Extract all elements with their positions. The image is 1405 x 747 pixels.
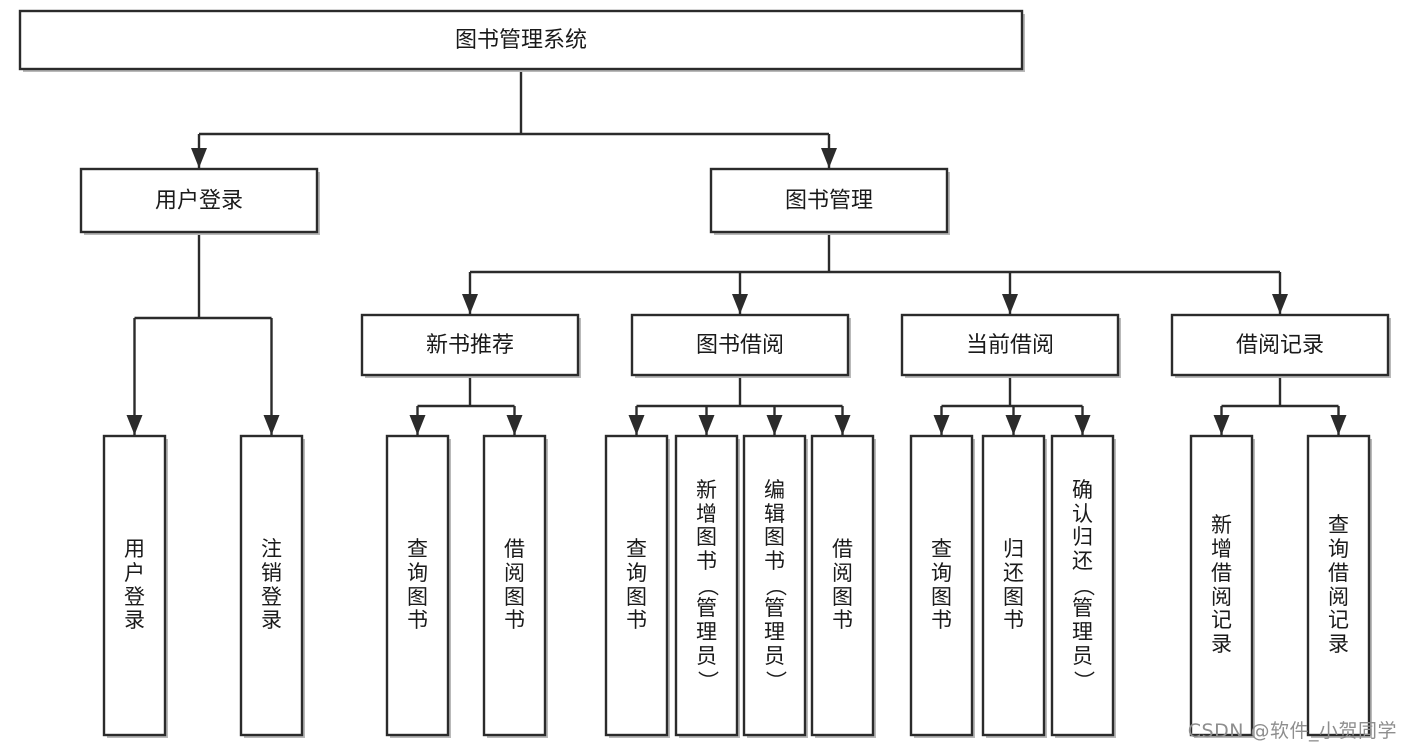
node-leaf-user-logout[interactable] (239, 434, 304, 737)
node-leaf-query-borrow-record[interactable] (1306, 434, 1371, 737)
node-leaf-return-book[interactable] (981, 434, 1046, 737)
user-login-arrow-1 (263, 415, 280, 435)
root-arrow-0 (191, 148, 207, 168)
node-label-user-login: 用户登录 (155, 189, 243, 214)
book-manage-arrow-3 (1272, 294, 1288, 314)
new-book-rec-arrow-1 (506, 415, 523, 435)
node-leaf-query-book-2[interactable] (604, 434, 669, 737)
node-leaf-query-book-3[interactable] (909, 434, 974, 737)
new-book-rec-arrow-0 (409, 415, 426, 435)
node-leaf-confirm-return-admin[interactable] (1050, 434, 1115, 737)
node-label-borrow-record: 借阅记录 (1236, 333, 1324, 358)
connector-layer (126, 69, 1347, 435)
book-manage-arrow-0 (462, 294, 478, 314)
node-new-book-rec[interactable] (360, 313, 580, 377)
node-user-login[interactable] (79, 167, 319, 234)
user-login-arrow-0 (126, 415, 143, 435)
book-borrow-arrow-3 (834, 415, 851, 435)
node-leaf-borrow-book-2[interactable] (810, 434, 875, 737)
node-book-borrow[interactable] (630, 313, 850, 377)
book-borrow-arrow-2 (766, 415, 783, 435)
node-leaf-add-borrow-record[interactable] (1189, 434, 1254, 737)
node-borrow-record[interactable] (1170, 313, 1390, 377)
node-box-layer (18, 9, 1391, 738)
node-leaf-user-login[interactable] (102, 434, 167, 737)
book-manage-arrow-1 (732, 294, 748, 314)
node-leaf-borrow-book-1[interactable] (482, 434, 547, 737)
current-borrow-arrow-2 (1074, 415, 1091, 435)
node-leaf-edit-book-admin[interactable] (742, 434, 807, 737)
node-root-root[interactable] (18, 9, 1024, 71)
watermark: CSDN @软件_小贺同学 (1187, 720, 1397, 742)
node-label-root: 图书管理系统 (455, 28, 587, 53)
book-manage-arrow-2 (1002, 294, 1018, 314)
node-label-book-manage: 图书管理 (785, 189, 873, 214)
borrow-record-arrow-1 (1330, 415, 1347, 435)
node-label-new-book-rec: 新书推荐 (426, 333, 514, 358)
current-borrow-arrow-1 (1005, 415, 1022, 435)
node-leaf-query-book-1[interactable] (385, 434, 450, 737)
node-leaf-add-book-admin[interactable] (674, 434, 739, 737)
root-arrow-1 (821, 148, 837, 168)
node-label-current-borrow: 当前借阅 (966, 333, 1054, 358)
book-borrow-arrow-1 (698, 415, 715, 435)
book-borrow-arrow-0 (628, 415, 645, 435)
node-current-borrow[interactable] (900, 313, 1120, 377)
node-label-book-borrow: 图书借阅 (696, 333, 784, 358)
current-borrow-arrow-0 (933, 415, 950, 435)
node-book-manage[interactable] (709, 167, 949, 234)
borrow-record-arrow-0 (1213, 415, 1230, 435)
